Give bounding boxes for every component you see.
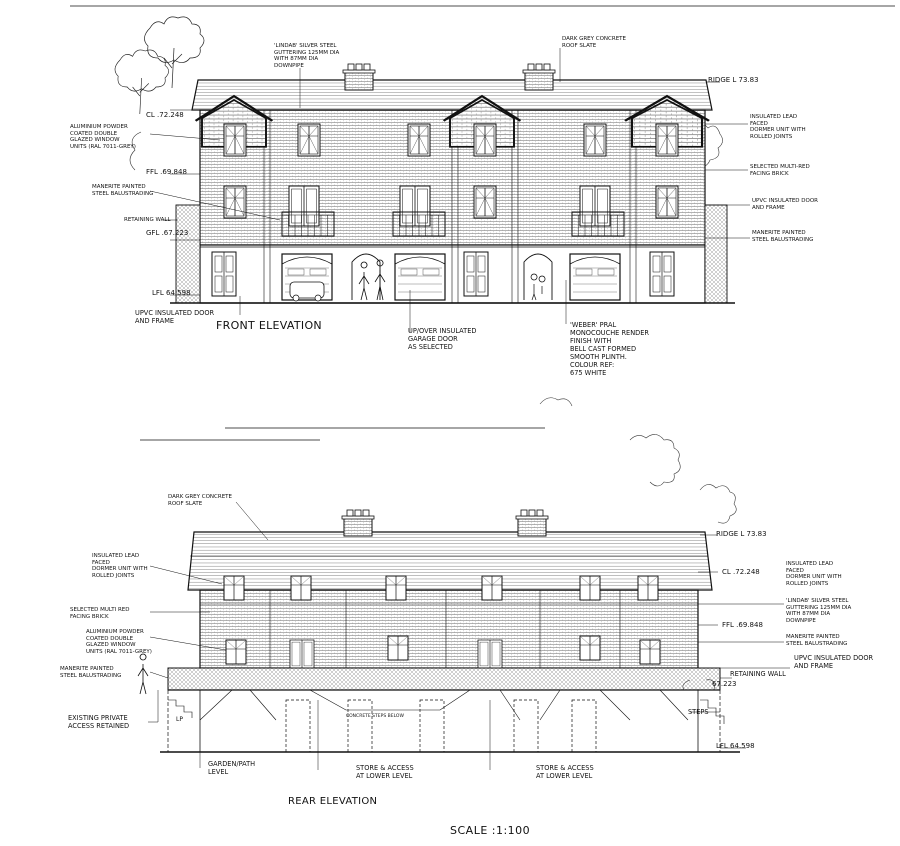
- front-garage-door-label: UP/OVER INSULATED GARAGE DOOR AS SELECTE…: [408, 327, 477, 351]
- front-facing-brick-label: SELECTED MULTI-RED FACING BRICK: [750, 164, 810, 177]
- front-cl-level: CL .72.248: [146, 111, 184, 119]
- rear-existing-access-label: EXISTING PRIVATE ACCESS RETAINED: [68, 714, 130, 730]
- rear-dormer-label: INSULATED LEAD FACED DORMER UNIT WITH RO…: [92, 553, 148, 579]
- front-render-label: 'WEBER' PRAL MONOCOUCHE RENDER FINISH WI…: [570, 321, 649, 377]
- rear-balustrading-right-label: MANERITE PAINTED STEEL BALUSTRADING: [786, 634, 848, 647]
- front-retaining-wall-label: RETAINING WALL: [124, 217, 171, 223]
- rear-steps-label: STEPS: [688, 708, 709, 716]
- front-balustrading-left-label: MANERITE PAINTED STEEL BALUSTRADING: [92, 184, 154, 197]
- rear-elevation-title: REAR ELEVATION: [288, 796, 378, 807]
- rear-store-label-1: STORE & ACCESS AT LOWER LEVEL: [356, 764, 414, 780]
- rear-gfl-level: 67.223: [712, 680, 737, 688]
- front-gfl-level: GFL .67.223: [146, 229, 189, 237]
- front-balustrading-right-label: MANERITE PAINTED STEEL BALUSTRADING: [752, 230, 814, 243]
- front-guttering-label: 'LINDAB' SILVER STEEL GUTTERING 125mm DI…: [274, 43, 340, 69]
- front-roof-slate-label: DARK GREY CONCRETE ROOF SLATE: [562, 36, 626, 49]
- rear-balustrading-left-label: MANERITE PAINTED STEEL BALUSTRADING: [60, 666, 122, 679]
- rear-garden-label: GARDEN/PATH LEVEL: [208, 760, 256, 776]
- rear-aluminium-label: ALUMINIUM POWDER COATED DOUBLE GLAZED WI…: [86, 629, 152, 655]
- rear-guttering-right-label: 'LINDAB' SILVER STEEL GUTTERING 125mm DI…: [786, 598, 852, 624]
- front-upvc-door-label: UPVC INSULATED DOOR AND FRAME: [135, 309, 215, 325]
- front-elevation-title: FRONT ELEVATION: [216, 319, 322, 332]
- rear-lp-level: LP: [176, 716, 183, 723]
- rear-ffl-level: FFL .69.848: [722, 621, 763, 629]
- front-lfl-level: LFL 64.598: [152, 289, 191, 297]
- front-dormer-label: INSULATED LEAD FACED DORMER UNIT WITH RO…: [750, 114, 806, 140]
- rear-elevation: [137, 397, 790, 770]
- rear-ridge-level: RIDGE L 73.83: [716, 530, 767, 538]
- front-aluminium-label: ALUMINIUM POWDER COATED DOUBLE GLAZED WI…: [70, 124, 136, 150]
- front-ffl-level: FFL .69.848: [146, 168, 187, 176]
- scale-label: SCALE :1:100: [450, 824, 531, 837]
- rear-dormer-right-label: INSULATED LEAD FACED DORMER UNIT WITH RO…: [786, 561, 842, 587]
- rear-roof-slate-label: DARK GREY CONCRETE ROOF SLATE: [168, 494, 232, 507]
- rear-upvc-door-label: UPVC INSULATED DOOR AND FRAME: [794, 654, 874, 670]
- rear-concrete-steps-label: CONCRETE STEPS BELOW: [346, 714, 404, 719]
- rear-lfl-level: LFL 64.598: [716, 742, 755, 750]
- rear-cl-level: CL .72.248: [722, 568, 760, 576]
- rear-store-label-2: STORE & ACCESS AT LOWER LEVEL: [536, 764, 594, 780]
- front-upvc-right-label: UPVC INSULATED DOOR AND FRAME: [752, 198, 819, 211]
- rear-retaining-wall-label: RETAINING WALL: [730, 670, 786, 678]
- rear-facing-brick-label: SELECTED MULTI RED FACING BRICK: [70, 607, 130, 620]
- front-elevation: [70, 5, 895, 332]
- front-ridge-level: RIDGE L 73.83: [708, 76, 759, 84]
